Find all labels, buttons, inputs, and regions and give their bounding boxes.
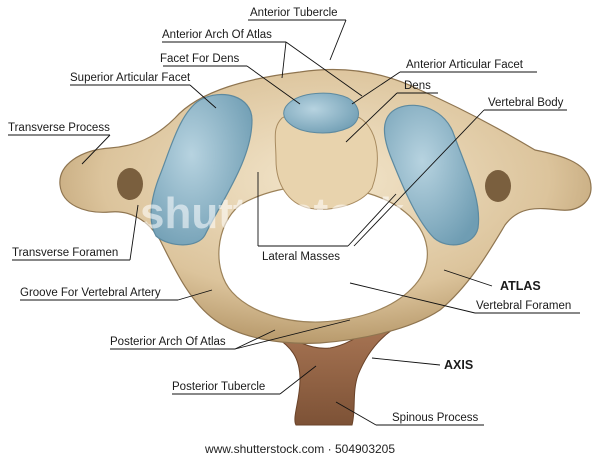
- label-atlas: ATLAS: [500, 279, 541, 293]
- label-superior-articular-facet: Superior Articular Facet: [70, 72, 191, 84]
- label-anterior-tubercle: Anterior Tubercle: [250, 7, 338, 19]
- leader-lines: [8, 19, 580, 426]
- label-dens: Dens: [404, 80, 431, 92]
- label-anterior-arch: Anterior Arch Of Atlas: [162, 29, 272, 41]
- footer-credit: www.shutterstock.com · 504903205: [204, 442, 396, 456]
- label-transverse-foramen: Transverse Foramen: [12, 247, 118, 259]
- label-spinous-process: Spinous Process: [392, 412, 479, 424]
- label-axis: AXIS: [444, 358, 473, 372]
- transverse-foramen-right: [485, 170, 511, 202]
- label-anterior-articular-facet: Anterior Articular Facet: [406, 59, 524, 71]
- transverse-foramen-left: [117, 168, 143, 200]
- superior-articular-facet-left: [150, 93, 253, 246]
- facet-for-dens: [283, 92, 359, 134]
- label-posterior-tubercle: Posterior Tubercle: [172, 381, 265, 393]
- watermark: shutterstock: [140, 189, 405, 238]
- axis-spinous-process: [266, 324, 394, 426]
- label-posterior-arch: Posterior Arch Of Atlas: [110, 336, 226, 348]
- label-groove-vertebral-artery: Groove For Vertebral Artery: [20, 287, 161, 299]
- label-vertebral-body: Vertebral Body: [488, 97, 564, 109]
- label-vertebral-foramen: Vertebral Foramen: [476, 300, 571, 312]
- label-facet-for-dens: Facet For Dens: [160, 53, 239, 65]
- label-lateral-masses: Lateral Masses: [262, 251, 340, 263]
- label-transverse-process: Transverse Process: [8, 122, 110, 134]
